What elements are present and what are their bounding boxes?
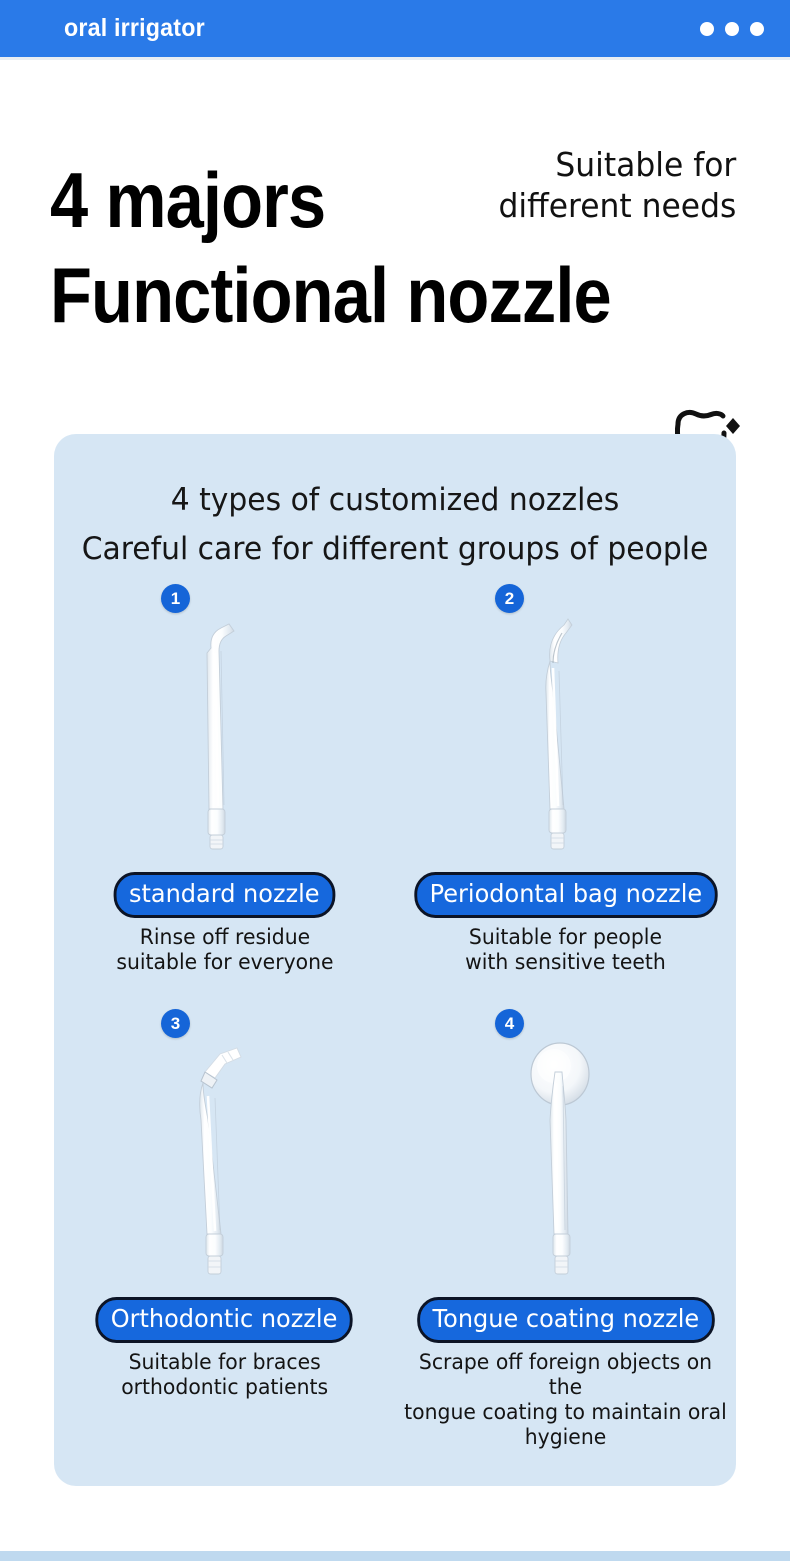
- panel-heading-line1: 4 types of customized nozzles: [170, 482, 620, 518]
- periodontal-bag-nozzle-image: [395, 613, 736, 868]
- menu-dot-2: [725, 21, 739, 36]
- nozzle-label-row-1: standard nozzle: [109, 872, 340, 918]
- hero-subtitle: Suitable for different needs: [498, 145, 736, 225]
- badge-row-4: 4: [395, 1009, 736, 1038]
- nozzle-card-periodontal[interactable]: 2: [395, 584, 736, 975]
- menu-dot-1: [700, 21, 714, 36]
- nozzle-description-2: Suitable for people with sensitive teeth: [465, 925, 666, 974]
- nozzle-grid: 1: [54, 584, 736, 1450]
- hero-section: Suitable for different needs 4 majors Fu…: [0, 60, 790, 467]
- nozzle-label-row-3: Orthodontic nozzle: [90, 1297, 358, 1343]
- nozzle-number-badge-2: 2: [495, 584, 524, 613]
- more-horizontal-icon[interactable]: [700, 21, 764, 36]
- badge-row-1: 1: [54, 584, 395, 613]
- nozzle-number-badge-1: 1: [161, 584, 190, 613]
- nozzle-card-tongue-coating[interactable]: 4: [395, 1009, 736, 1450]
- app-title: oral irrigator: [64, 14, 205, 42]
- nozzle-label-row-2: Periodontal bag nozzle: [408, 872, 724, 918]
- menu-dot-3: [750, 21, 764, 36]
- tongue-coating-nozzle-image: [395, 1038, 736, 1293]
- app-header-bar: oral irrigator: [0, 0, 790, 57]
- nozzle-description-4: Scrape off foreign objects on the tongue…: [404, 1350, 727, 1449]
- hero-title-line1: 4 majors: [50, 156, 326, 244]
- nozzle-panel: 4 types of customized nozzles Careful ca…: [54, 434, 736, 1486]
- nozzle-description-3: Suitable for braces orthodontic patients: [121, 1350, 328, 1399]
- bottom-strip: [0, 1551, 790, 1561]
- nozzle-card-standard[interactable]: 1: [54, 584, 395, 975]
- nozzle-label-row-4: Tongue coating nozzle: [411, 1297, 721, 1343]
- standard-nozzle-image: [54, 613, 395, 868]
- row-spacer: [54, 975, 736, 1009]
- panel-heading: 4 types of customized nozzles Careful ca…: [68, 476, 723, 574]
- nozzle-name-pill-4[interactable]: Tongue coating nozzle: [416, 1297, 715, 1343]
- nozzle-row-2: 3: [54, 1009, 736, 1450]
- panel-heading-line2: Careful care for different groups of peo…: [81, 531, 709, 567]
- nozzle-description-1: Rinse off residue suitable for everyone: [115, 925, 334, 974]
- nozzle-number-badge-3: 3: [161, 1009, 190, 1038]
- nozzle-number-badge-4: 4: [495, 1009, 524, 1038]
- badge-row-2: 2: [395, 584, 736, 613]
- nozzle-card-orthodontic[interactable]: 3: [54, 1009, 395, 1450]
- badge-row-3: 3: [54, 1009, 395, 1038]
- nozzle-row-1: 1: [54, 584, 736, 975]
- nozzle-name-pill-3[interactable]: Orthodontic nozzle: [95, 1297, 354, 1343]
- nozzle-name-pill-1[interactable]: standard nozzle: [113, 872, 336, 918]
- hero-title-line2: Functional nozzle: [50, 251, 612, 339]
- header-divider: [0, 57, 790, 60]
- nozzle-name-pill-2[interactable]: Periodontal bag nozzle: [413, 872, 718, 918]
- orthodontic-nozzle-image: [54, 1038, 395, 1293]
